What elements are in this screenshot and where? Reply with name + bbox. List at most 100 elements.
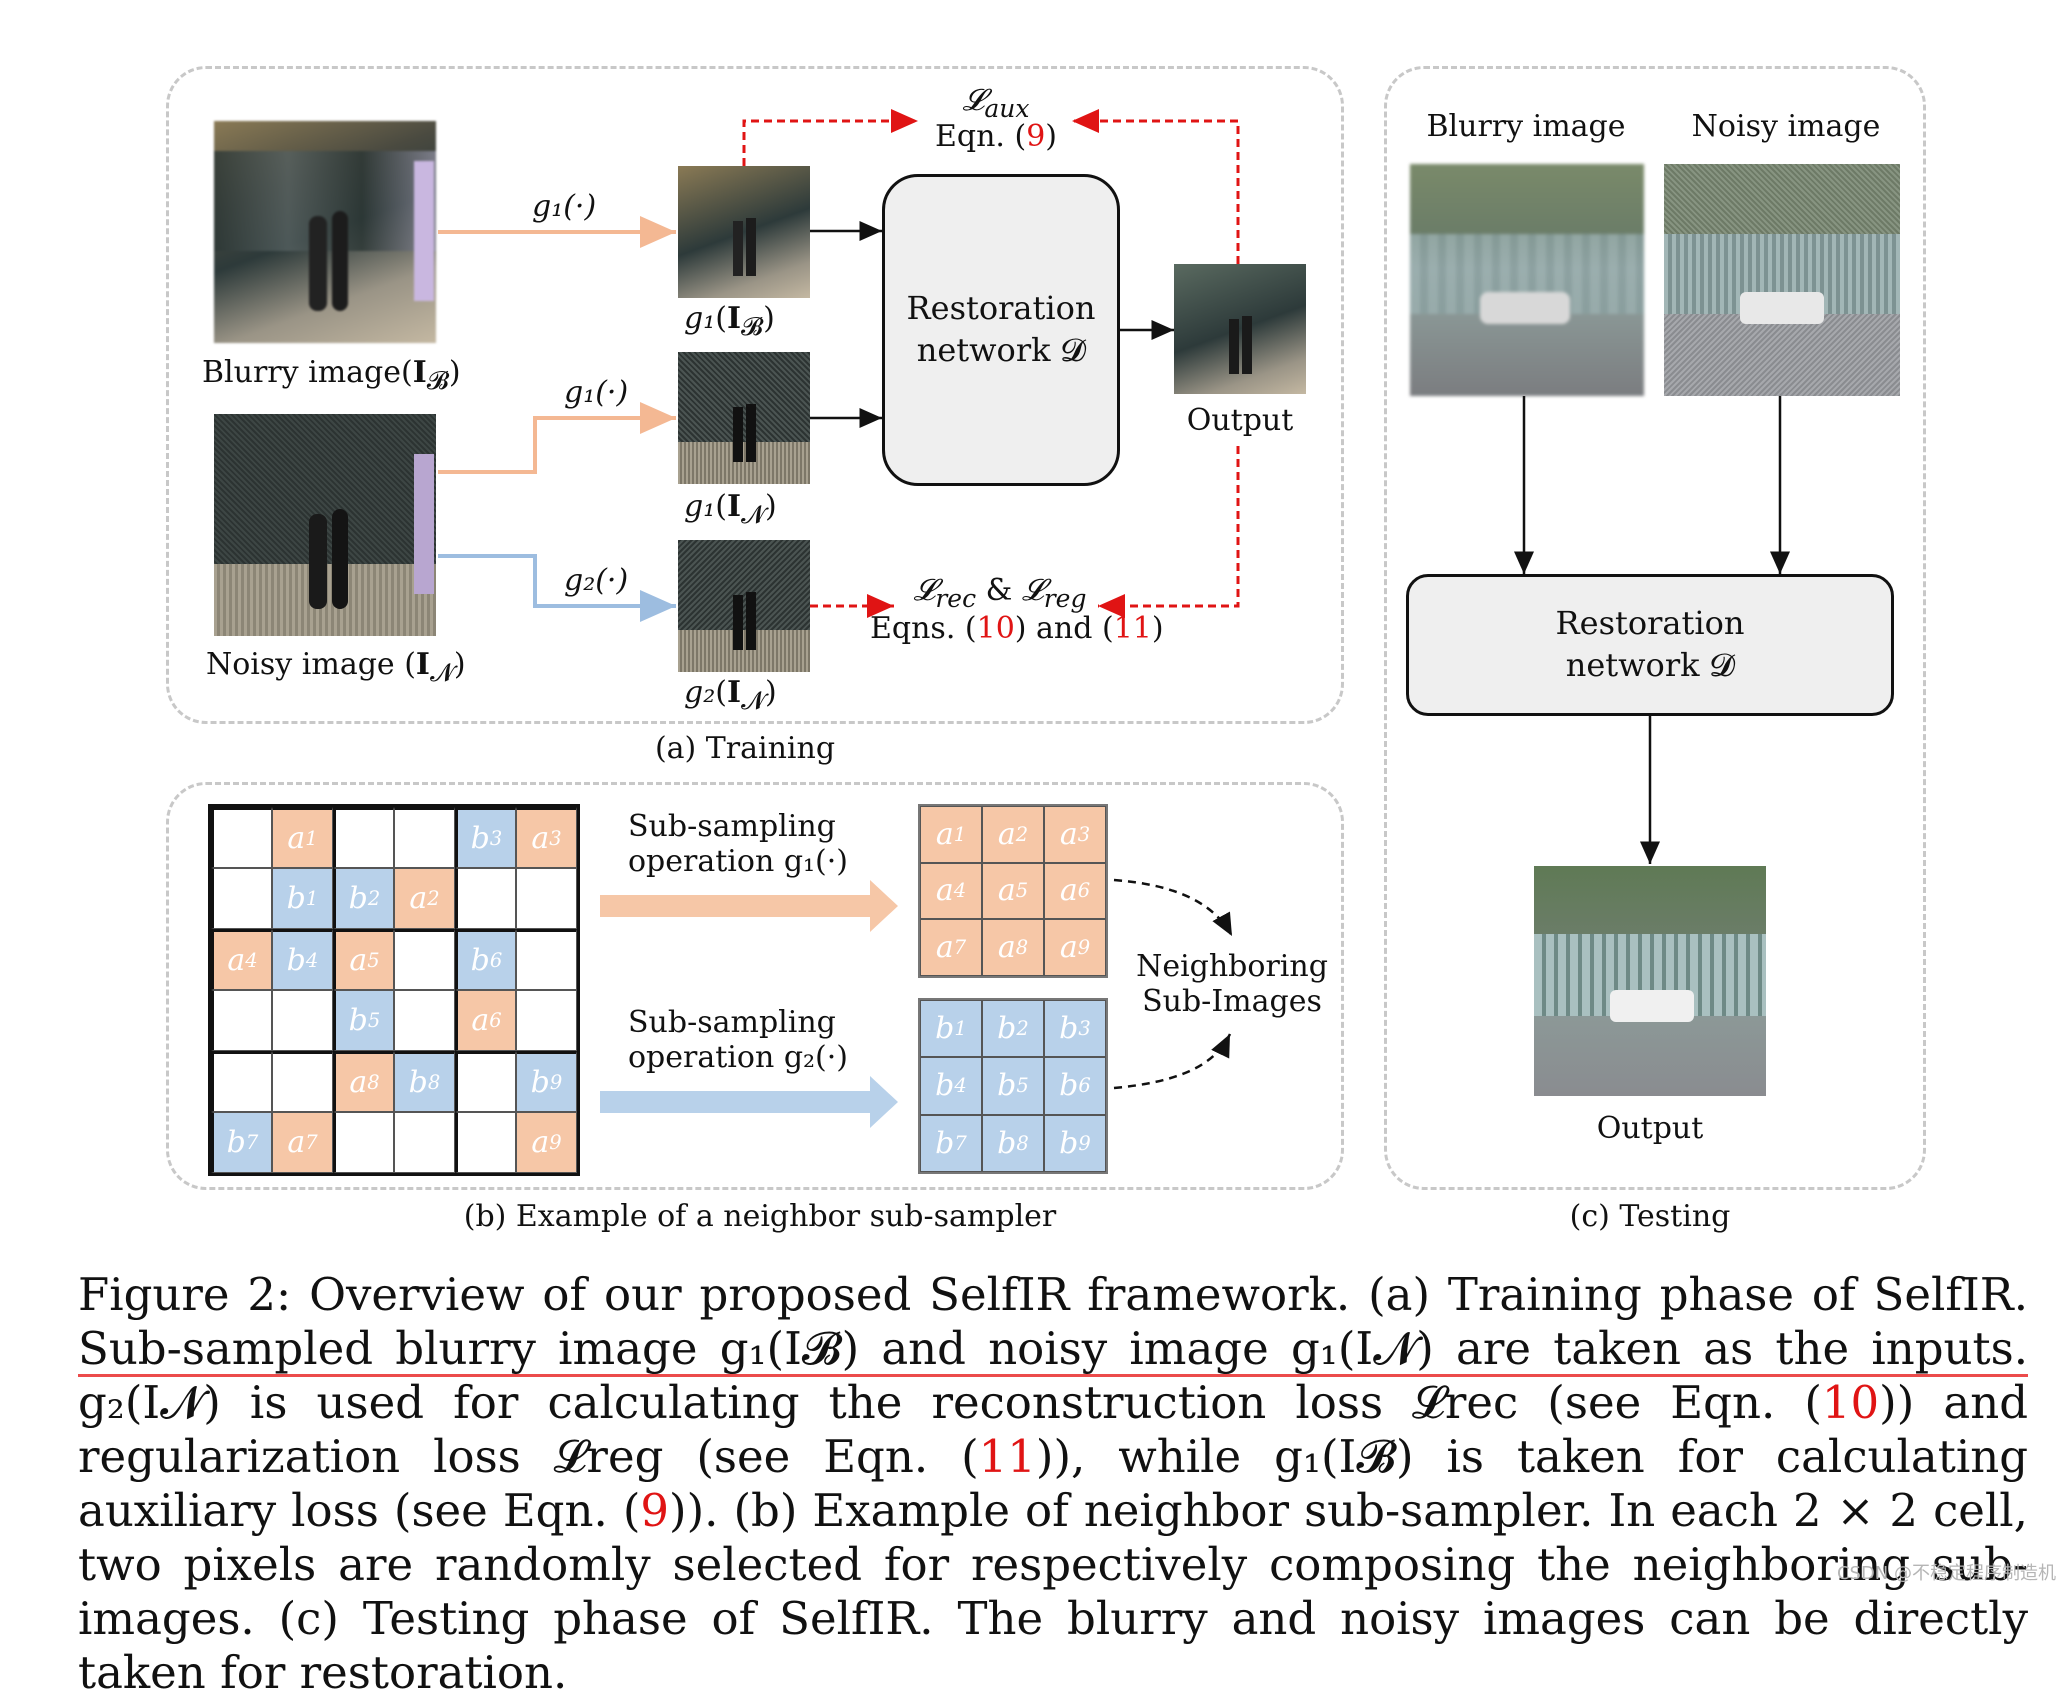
rec-reg-eqn-label: Eqns. (10) and (11) xyxy=(870,611,1164,646)
noisy-image-label: Noisy image (I𝓝) xyxy=(206,647,466,687)
training-caption: (a) Training xyxy=(654,731,836,766)
test-noisy-image xyxy=(1664,164,1900,396)
caption-ref-11[interactable]: 11 xyxy=(978,1430,1036,1483)
test-net-line1: Restoration xyxy=(1555,604,1745,643)
grid-cell-empty xyxy=(394,807,455,868)
test-blurry-label: Blurry image xyxy=(1426,109,1626,144)
training-panel xyxy=(166,66,1344,724)
sampler-caption: (b) Example of a neighbor sub-sampler xyxy=(463,1199,1057,1234)
grid-cell-empty xyxy=(272,990,333,1051)
noisy-image xyxy=(214,414,436,636)
eqn-11-link[interactable]: 11 xyxy=(1113,611,1152,646)
sampler-arrows xyxy=(600,878,1234,1128)
g1-noisy-arrow xyxy=(438,402,676,474)
testing-panel xyxy=(1384,66,1926,1190)
blurry-image xyxy=(214,121,436,343)
net-line1: Restoration xyxy=(906,289,1096,328)
test-noisy-label: Noisy image xyxy=(1691,109,1881,144)
grid-cell-empty xyxy=(211,990,272,1051)
grid-cell-empty xyxy=(333,1112,394,1173)
net-line2: network 𝓓 xyxy=(916,331,1086,369)
grid-cell-empty xyxy=(394,929,455,990)
thumb1-label: g₁(I𝓑) xyxy=(684,301,775,341)
test-restoration-network-box: Restoration network 𝓓 xyxy=(1406,574,1894,716)
testing-caption: (c) Testing xyxy=(1569,1199,1731,1234)
grid-cell-empty xyxy=(211,868,272,929)
g2-op-arrow xyxy=(600,1076,898,1128)
testing-arrows xyxy=(1514,396,1790,864)
caption-part-4: )) and regularization loss 𝓛reg (see Eqn… xyxy=(78,1376,2028,1483)
caption-underlined: Sub-sampled blurry image g₁(I𝓑) and nois… xyxy=(78,1322,2028,1375)
aux-loss-arrow-right xyxy=(1072,109,1240,264)
g2-noisy-thumb xyxy=(678,540,810,672)
rec-reg-loss-label: 𝓛rec & 𝓛reg xyxy=(913,573,1087,613)
aux-eqn-label: Eqn. (9) xyxy=(934,119,1057,154)
g1-noisy-thumb xyxy=(678,352,810,484)
caption-part-1: Figure 2: Overview of our proposed SelfI… xyxy=(78,1268,2028,1321)
g2-noisy-arrow xyxy=(438,554,676,622)
aux-loss-arrow-left xyxy=(742,109,918,166)
grid-cell-empty xyxy=(394,1112,455,1173)
training-output-image xyxy=(1174,264,1306,394)
thumb2-label: g₁(I𝓝) xyxy=(684,489,777,529)
caption-part-5: )), while g₁(I𝓑) is taken for calculatin… xyxy=(78,1430,2028,1537)
restoration-network-box: Restoration network 𝓓 xyxy=(882,174,1120,486)
grid-cell-empty xyxy=(272,1051,333,1112)
eqn-9-link[interactable]: 9 xyxy=(1026,119,1046,154)
grid-cell-empty xyxy=(455,868,516,929)
caption-part-3: g₂(I𝓝) is used for calculating the recon… xyxy=(78,1376,1822,1429)
grid-cell-empty xyxy=(516,929,577,990)
grid-cell-empty xyxy=(455,1051,516,1112)
caption-ref-9[interactable]: 9 xyxy=(640,1484,670,1537)
aux-loss-label: 𝓛aux xyxy=(962,83,1030,123)
training-connectors xyxy=(438,109,1240,622)
test-output-image xyxy=(1534,866,1766,1096)
blurry-image-label: Blurry image(I𝓑) xyxy=(202,355,461,395)
grid-cell-empty xyxy=(516,868,577,929)
g1-blurry-thumb xyxy=(678,166,810,298)
rec-loss-arrow-right xyxy=(1098,446,1240,618)
neighbor-arrow-bottom xyxy=(1113,1033,1232,1090)
caption-ref-10[interactable]: 10 xyxy=(1821,1376,1880,1429)
eqn-10-link[interactable]: 10 xyxy=(976,611,1015,646)
sampler-panel xyxy=(166,782,1344,1190)
figure-caption: Figure 2: Overview of our proposed SelfI… xyxy=(78,1268,2028,1700)
g1-noisy-op-label: g₁(·) xyxy=(564,375,629,410)
grid-cell-empty xyxy=(455,1112,516,1173)
